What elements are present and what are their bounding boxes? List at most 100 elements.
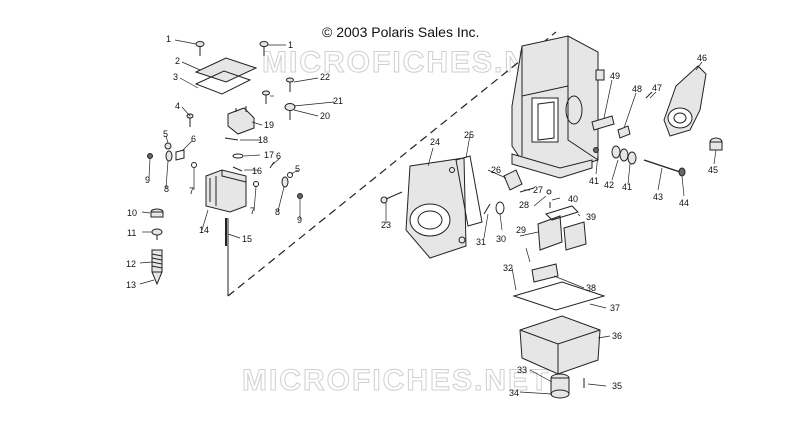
callout-16: 16 [252,166,262,176]
callout-48: 48 [632,84,642,94]
callout-39: 39 [586,212,596,222]
cover-plate [194,57,258,83]
callout-32: 32 [503,263,513,273]
screw-1b [259,41,269,56]
callout-3: 3 [173,72,178,82]
callout-7: 7 [250,206,255,216]
choke-cover-46 [663,65,707,137]
callout-38: 38 [586,283,596,293]
needle-43 [643,159,681,173]
callout-25: 25 [464,130,474,140]
callout-1: 1 [166,34,171,44]
float-pin-38 [531,263,559,283]
callout-29: 29 [516,225,526,235]
callout-9: 9 [145,175,150,185]
callout-7: 7 [189,186,194,196]
callout-4: 4 [175,101,180,111]
callout-42: 42 [604,180,614,190]
callout-8: 8 [275,207,280,217]
callout-14: 14 [199,225,209,235]
callout-28: 28 [519,200,529,210]
nut-10 [150,208,164,218]
oring-9-left [147,153,153,159]
callout-20: 20 [320,111,330,121]
seal-5-right [287,172,293,178]
spring-6-left [175,149,185,161]
callout-24: 24 [430,137,440,147]
spring-26 [503,169,523,191]
spring-41-42 [611,145,637,165]
bowl-gasket [512,281,606,311]
callout-8: 8 [164,184,169,194]
screw-23 [380,191,403,204]
callout-15: 15 [242,234,252,244]
pin-47 [645,91,653,99]
cap-44 [678,167,686,177]
callout-46: 46 [697,53,707,63]
callout-17: 17 [264,150,274,160]
spring-12 [151,249,163,273]
callout-43: 43 [653,192,663,202]
jet-8-left [165,150,173,162]
callout-19: 19 [264,120,274,130]
callout-49: 49 [610,71,620,81]
ring-7-right [253,181,259,187]
callout-36: 36 [612,331,622,341]
washer-20 [284,103,296,120]
callout-22: 22 [320,72,330,82]
callout-23: 23 [381,220,391,230]
pin-28 [546,189,552,195]
callout-34: 34 [509,388,519,398]
pin-18 [224,137,239,141]
callout-30: 30 [496,234,506,244]
copyright-notice: © 2003 Polaris Sales Inc. [322,24,480,40]
callout-27: 27 [533,185,543,195]
callout-41: 41 [622,182,632,192]
oring-30 [495,201,505,215]
ring-7-left [191,162,197,168]
drain-plug-33 [550,373,570,399]
jet-8-right [281,176,289,188]
callout-18: 18 [258,135,268,145]
washer-11 [151,228,163,240]
callout-1: 1 [288,40,293,50]
callout-6: 6 [191,134,196,144]
watermark-bottom: MICROFICHES.NET [241,364,551,398]
callout-9: 9 [297,215,302,225]
callout-21: 21 [333,96,343,106]
carburetor-body [511,35,605,179]
callout-2: 2 [175,56,180,66]
oring-9-right [297,193,303,199]
callout-44: 44 [679,198,689,208]
screw-21 [262,90,270,104]
callout-26: 26 [491,165,501,175]
callout-33: 33 [517,365,527,375]
callout-45: 45 [708,165,718,175]
callout-12: 12 [126,259,136,269]
clip-17 [232,153,244,159]
callout-5: 5 [295,164,300,174]
callout-labels: 1 1 2 3 4 5 5 6 6 7 7 8 8 9 9 10 11 12 1… [126,34,718,398]
washer-42a [593,147,599,153]
screw-1a [195,41,205,56]
screw-31 [483,203,491,215]
callout-47: 47 [652,83,662,93]
callout-37: 37 [610,303,620,313]
callout-6: 6 [276,151,281,161]
cap-48 [617,125,631,139]
cover-gasket [194,70,252,95]
callout-11: 11 [127,228,136,238]
flange-gasket [455,155,483,227]
float-bracket [227,107,255,135]
adjuster-45 [709,137,723,151]
callout-35: 35 [612,381,622,391]
callout-31: 31 [476,237,486,247]
callout-5: 5 [163,129,168,139]
callout-13: 13 [126,280,136,290]
float-39 [537,205,587,251]
seal-5-left [164,142,172,150]
callout-10: 10 [127,208,137,218]
plunger-49 [591,115,615,131]
